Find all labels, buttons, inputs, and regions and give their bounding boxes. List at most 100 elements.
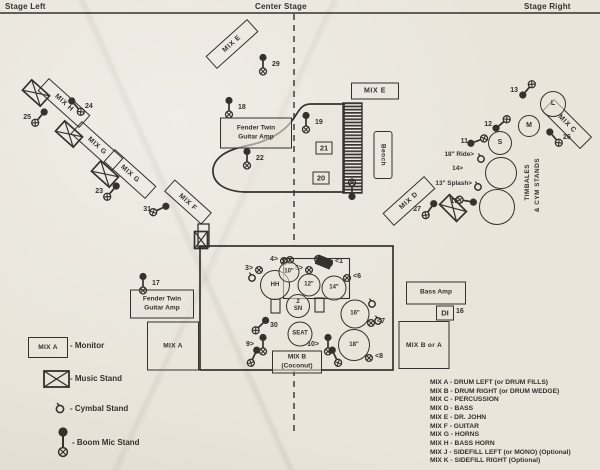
drum-mic-label-3: 3> bbox=[245, 265, 253, 272]
mic-stand-23 bbox=[96, 175, 128, 208]
mic-number-19: 19 bbox=[315, 119, 323, 126]
boom-mic-stand-icon bbox=[149, 202, 170, 217]
kick-pedal-right bbox=[314, 297, 325, 313]
boom-mic-stand-icon bbox=[68, 97, 85, 116]
mic-stand-13 bbox=[511, 74, 543, 107]
drum-seat: SEAT bbox=[287, 321, 313, 347]
cymbal-stand-icon bbox=[477, 153, 485, 163]
perc-timbale bbox=[485, 157, 517, 189]
perc-title-line2: & CYM STANDS bbox=[534, 158, 541, 213]
mix-list-item-mix-g: MIX G - HORNS bbox=[430, 431, 480, 439]
perc-m: M bbox=[518, 115, 540, 137]
monitor-wedge-mix-a: MIX A bbox=[147, 321, 199, 371]
mic-stand-unnumbered bbox=[320, 340, 349, 372]
perc-label-18-ride: 18" Ride> bbox=[444, 151, 475, 158]
mic-number-13: 13 bbox=[510, 87, 518, 94]
mic-number-30: 30 bbox=[270, 322, 278, 329]
boom-mic-stand-icon bbox=[546, 128, 563, 147]
mic-stand-9 bbox=[253, 331, 273, 357]
boom-mic-stand-icon bbox=[242, 147, 252, 170]
music-stand bbox=[193, 230, 209, 250]
mic-number-17: 17 bbox=[152, 280, 160, 287]
mic-stand-26 bbox=[538, 121, 570, 154]
drum-10: 10" bbox=[278, 261, 300, 283]
piano-mic-number-20: 20 bbox=[312, 171, 330, 185]
mic-number-25: 25 bbox=[23, 114, 31, 121]
perc-s: S bbox=[488, 131, 512, 155]
mic-stand-18 bbox=[219, 94, 239, 120]
boom-mic-stand-icon bbox=[138, 272, 148, 295]
mic-number-23: 23 bbox=[95, 188, 103, 195]
mic-number-15: 15 bbox=[450, 198, 458, 205]
mic-stand-11 bbox=[461, 127, 492, 155]
cymbal-stand bbox=[475, 152, 487, 164]
mix-list-item-mix-j: MIX J - SIDEFILL LEFT (or MONO) (Optiona… bbox=[430, 448, 571, 456]
music-stand bbox=[438, 193, 468, 223]
music-stand bbox=[90, 159, 120, 189]
boom-mic-stand-icon bbox=[347, 178, 357, 201]
drum-mic-point-6 bbox=[341, 271, 353, 283]
music-stand-icon bbox=[54, 119, 84, 149]
drum-mic-point-5 bbox=[303, 263, 315, 275]
cymbal-stand-icon bbox=[374, 315, 382, 325]
mic-number-24: 24 bbox=[85, 103, 93, 110]
stage-right-label: Stage Right bbox=[524, 2, 571, 11]
mix-list-item-mix-b: MIX B - DRUM RIGHT (or DRUM WEDGE) bbox=[430, 387, 560, 395]
mic-number-27: 27 bbox=[413, 206, 421, 213]
monitor-wedge-mix-b-or-a: MIX B or A bbox=[398, 321, 450, 369]
boom-mic-stand-icon bbox=[246, 346, 261, 367]
cymbal-stand-icon bbox=[368, 298, 376, 308]
boom-mic-stand-icon bbox=[224, 96, 234, 119]
drum-18: 18" bbox=[338, 329, 370, 361]
perc-title: TIMBALES& CYM STANDS bbox=[524, 158, 544, 228]
cymbal-stand-icon bbox=[248, 272, 256, 282]
mic-stand-17 bbox=[133, 270, 153, 296]
cymbal-stand bbox=[372, 314, 384, 326]
mic-number-29: 29 bbox=[272, 61, 280, 68]
drum-mic-label-4: 4> bbox=[270, 256, 278, 263]
perc-title-line1: TIMBALES bbox=[524, 164, 531, 201]
mic-point-icon bbox=[304, 265, 314, 275]
drum-12: 12" bbox=[297, 273, 321, 297]
mic-point-icon bbox=[364, 353, 374, 363]
cymbal-stand-icon bbox=[474, 181, 482, 191]
mix-list-item-mix-d: MIX D - BASS bbox=[430, 405, 474, 413]
music-stand-icon bbox=[21, 78, 51, 108]
drum-16: 16" bbox=[340, 299, 370, 329]
mic-stand-19 bbox=[296, 109, 316, 135]
mix-list-item-mix-e: MIX E - DR. JOHN bbox=[430, 413, 487, 421]
boom-mic-stand-icon bbox=[421, 200, 438, 220]
mic-number-9: 9> bbox=[246, 341, 254, 348]
mix-list-item-mix-c: MIX C - PERCUSSION bbox=[430, 396, 499, 404]
stage-left-label: Stage Left bbox=[5, 2, 46, 11]
mic-stand-29 bbox=[253, 51, 273, 77]
drum-mic-point-7 bbox=[365, 316, 377, 328]
perc-label-14: 14> bbox=[452, 165, 463, 172]
mic-number-22: 22 bbox=[256, 155, 264, 162]
mic-number-18: 18 bbox=[238, 104, 246, 111]
drum-mic-label-8: <8 bbox=[375, 353, 383, 360]
legend-boom-mic-label: - Boom Mic Stand bbox=[72, 438, 140, 447]
drum-mic-point-8 bbox=[363, 351, 375, 363]
cymbal-stand bbox=[246, 271, 258, 283]
cymbal-stand bbox=[366, 297, 378, 309]
boom-mic-stand-icon bbox=[328, 346, 343, 367]
mic-point-icon bbox=[324, 258, 334, 268]
amp-bass-amp: Bass Amp bbox=[406, 281, 466, 305]
piano-bench: Bench bbox=[373, 131, 393, 179]
bench-label: Bench bbox=[379, 143, 387, 167]
center-stage-label: Center Stage bbox=[255, 2, 307, 11]
drum-mic-label-1: <1 bbox=[335, 258, 343, 265]
mic-stand-24 bbox=[60, 90, 92, 123]
mix-list-item-mix-k: MIX K - SIDEFILL RIGHT (Optional) bbox=[430, 457, 541, 465]
mic-number-12: 12 bbox=[484, 121, 492, 128]
di-number: 16 bbox=[456, 308, 464, 315]
drum-14: 14" bbox=[321, 275, 347, 301]
music-stand-icon bbox=[193, 230, 209, 250]
mic-stand-unnumbered bbox=[342, 177, 362, 203]
kick-pedal-left bbox=[270, 298, 281, 314]
music-stand bbox=[21, 78, 51, 108]
mix-list-item-mix-h: MIX H - BASS HORN bbox=[430, 439, 495, 447]
